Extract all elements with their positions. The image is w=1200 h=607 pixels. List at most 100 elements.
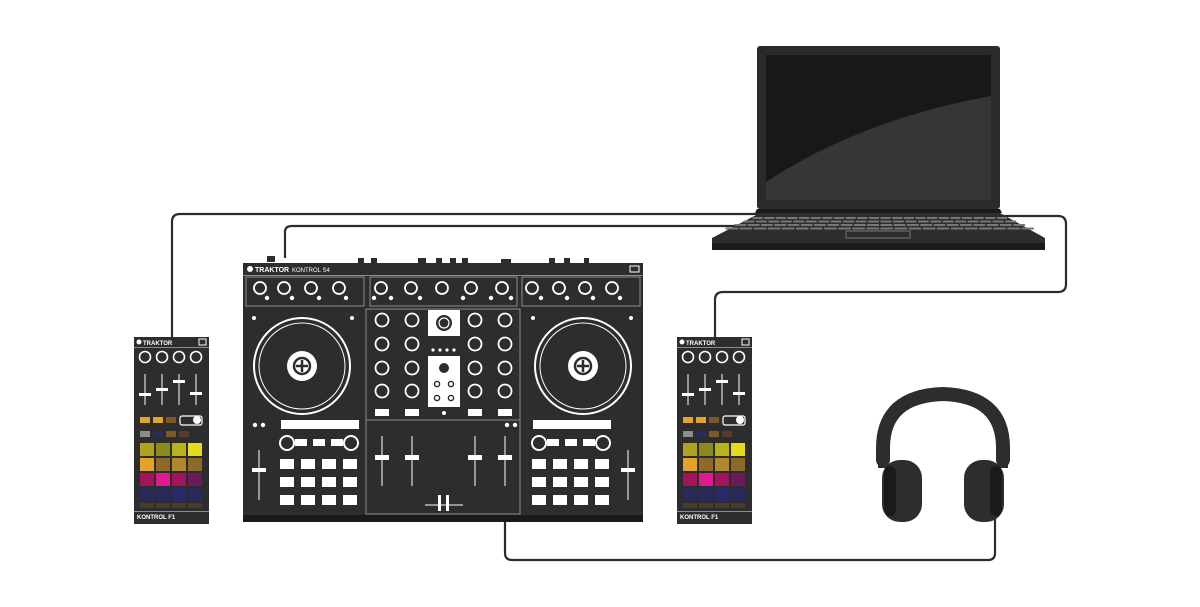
right-grid-button[interactable]	[532, 495, 546, 505]
left-grid-button[interactable]	[280, 477, 294, 487]
left-deck-button[interactable]	[295, 439, 307, 446]
f1-small-button[interactable]	[696, 431, 706, 437]
f1-fader-cap[interactable]	[699, 388, 711, 391]
mixer-button[interactable]	[468, 409, 482, 416]
f1-fader-cap[interactable]	[682, 393, 694, 396]
f1-pad[interactable]	[683, 443, 697, 456]
f1-pad[interactable]	[715, 443, 729, 456]
f1-small-button[interactable]	[735, 431, 745, 437]
f1-small-button[interactable]	[140, 431, 150, 437]
f1-knob[interactable]	[138, 350, 152, 364]
right-grid-button[interactable]	[553, 459, 567, 469]
left-grid-button[interactable]	[343, 459, 357, 469]
mixer-knob[interactable]	[497, 336, 513, 352]
right-grid-button[interactable]	[532, 477, 546, 487]
mixer-knob[interactable]	[467, 312, 483, 328]
right-grid-button[interactable]	[574, 495, 588, 505]
f1-knob[interactable]	[172, 350, 186, 364]
mixer-knob[interactable]	[404, 360, 420, 376]
f1-encoder-knob[interactable]	[736, 416, 744, 424]
mixer-knob[interactable]	[374, 383, 390, 399]
f1-fader-cap[interactable]	[733, 392, 745, 395]
f1-knob[interactable]	[732, 350, 746, 364]
mixer-knob[interactable]	[497, 360, 513, 376]
f1-small-button[interactable]	[683, 503, 697, 508]
channel-fader-cap[interactable]	[468, 455, 482, 460]
left-grid-button[interactable]	[301, 459, 315, 469]
left-grid-button[interactable]	[280, 495, 294, 505]
f1-fader-cap[interactable]	[139, 393, 151, 396]
channel-fader-cap[interactable]	[498, 455, 512, 460]
f1-pad[interactable]	[683, 488, 697, 501]
f1-small-button[interactable]	[715, 503, 729, 508]
f1-encoder-knob[interactable]	[193, 416, 201, 424]
f1-small-button[interactable]	[179, 417, 189, 423]
f1-pad[interactable]	[715, 473, 729, 486]
s4-knob[interactable]	[374, 281, 388, 295]
f1-small-button[interactable]	[709, 431, 719, 437]
f1-pad[interactable]	[188, 458, 202, 471]
left-grid-button[interactable]	[322, 495, 336, 505]
right-deck-button[interactable]	[565, 439, 577, 446]
f1-fader-cap[interactable]	[173, 380, 185, 383]
center-knob[interactable]	[439, 363, 449, 373]
f1-small-button[interactable]	[140, 417, 150, 423]
s4-knob[interactable]	[578, 281, 592, 295]
mixer-button[interactable]	[498, 409, 512, 416]
right-grid-button[interactable]	[595, 495, 609, 505]
left-grid-button[interactable]	[322, 459, 336, 469]
f1-knob[interactable]	[698, 350, 712, 364]
right-loop-knob[interactable]	[531, 435, 547, 451]
f1-small-button[interactable]	[696, 417, 706, 423]
f1-pad[interactable]	[731, 443, 745, 456]
f1-pad[interactable]	[188, 488, 202, 501]
right-grid-button[interactable]	[574, 459, 588, 469]
f1-knob[interactable]	[681, 350, 695, 364]
f1-pad[interactable]	[683, 458, 697, 471]
center-button[interactable]	[433, 380, 441, 388]
f1-pad[interactable]	[172, 443, 186, 456]
f1-small-button[interactable]	[683, 417, 693, 423]
right-loop-knob[interactable]	[595, 435, 611, 451]
mixer-knob[interactable]	[467, 360, 483, 376]
left-grid-button[interactable]	[280, 459, 294, 469]
right-grid-button[interactable]	[553, 495, 567, 505]
center-button[interactable]	[433, 394, 441, 402]
left-pitch-fader-cap[interactable]	[252, 468, 266, 472]
s4-knob[interactable]	[552, 281, 566, 295]
f1-pad[interactable]	[140, 488, 154, 501]
f1-knob[interactable]	[189, 350, 203, 364]
channel-fader-cap[interactable]	[375, 455, 389, 460]
s4-knob[interactable]	[435, 281, 449, 295]
f1-pad[interactable]	[731, 473, 745, 486]
right-grid-button[interactable]	[553, 477, 567, 487]
mixer-knob[interactable]	[467, 336, 483, 352]
f1-pad[interactable]	[715, 458, 729, 471]
f1-pad[interactable]	[683, 473, 697, 486]
right-grid-button[interactable]	[595, 477, 609, 487]
f1-pad[interactable]	[172, 473, 186, 486]
left-deck-button[interactable]	[331, 439, 343, 446]
mixer-button[interactable]	[405, 409, 419, 416]
f1-small-button[interactable]	[166, 431, 176, 437]
left-deck-button[interactable]	[313, 439, 325, 446]
left-grid-button[interactable]	[322, 477, 336, 487]
s4-knob[interactable]	[605, 281, 619, 295]
f1-small-button[interactable]	[172, 503, 186, 508]
f1-pad[interactable]	[172, 458, 186, 471]
f1-pad[interactable]	[156, 458, 170, 471]
mixer-button[interactable]	[375, 409, 389, 416]
f1-pad[interactable]	[188, 473, 202, 486]
master-knob[interactable]	[436, 315, 452, 331]
s4-knob[interactable]	[253, 281, 267, 295]
f1-knob[interactable]	[715, 350, 729, 364]
left-grid-button[interactable]	[343, 477, 357, 487]
f1-fader-cap[interactable]	[716, 380, 728, 383]
crossfader-cap[interactable]	[446, 495, 449, 511]
s4-knob[interactable]	[277, 281, 291, 295]
f1-small-button[interactable]	[179, 431, 189, 437]
f1-fader-cap[interactable]	[156, 388, 168, 391]
f1-pad[interactable]	[188, 443, 202, 456]
center-button[interactable]	[447, 380, 455, 388]
f1-pad[interactable]	[699, 458, 713, 471]
